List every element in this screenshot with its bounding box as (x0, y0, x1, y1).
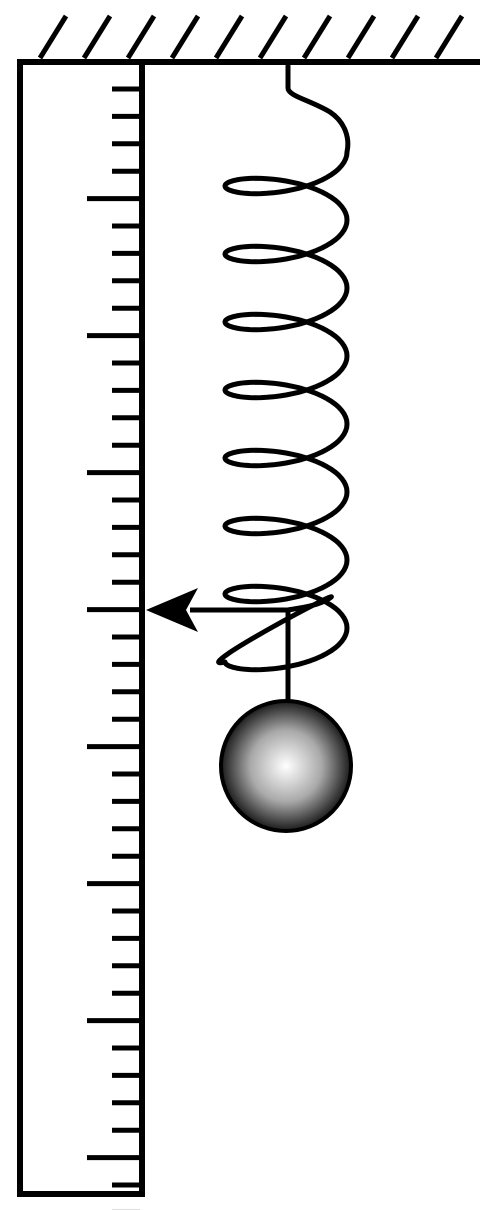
ceiling-hatch (389, 14, 421, 60)
ceiling (20, 14, 480, 65)
mass-ball (219, 699, 353, 833)
ceiling-hatch (257, 14, 289, 60)
ceiling-hatch (81, 14, 113, 60)
mass (219, 610, 353, 833)
spring-coil (216, 63, 351, 673)
ruler (17, 59, 145, 1210)
ceiling-hatching (37, 14, 465, 60)
ceiling-hatch (345, 14, 377, 60)
ruler-frame (17, 59, 145, 1197)
ceiling-hatch (301, 14, 333, 60)
ceiling-hatch (433, 14, 465, 60)
ceiling-hatch (125, 14, 157, 60)
ceiling-hatch (37, 14, 69, 60)
pointer (146, 588, 288, 632)
ruler-ticks (87, 86, 140, 1210)
ceiling-hatch (169, 14, 201, 60)
spring (216, 63, 351, 673)
pointer-arrowhead (146, 588, 198, 632)
ceiling-hatch (213, 14, 245, 60)
